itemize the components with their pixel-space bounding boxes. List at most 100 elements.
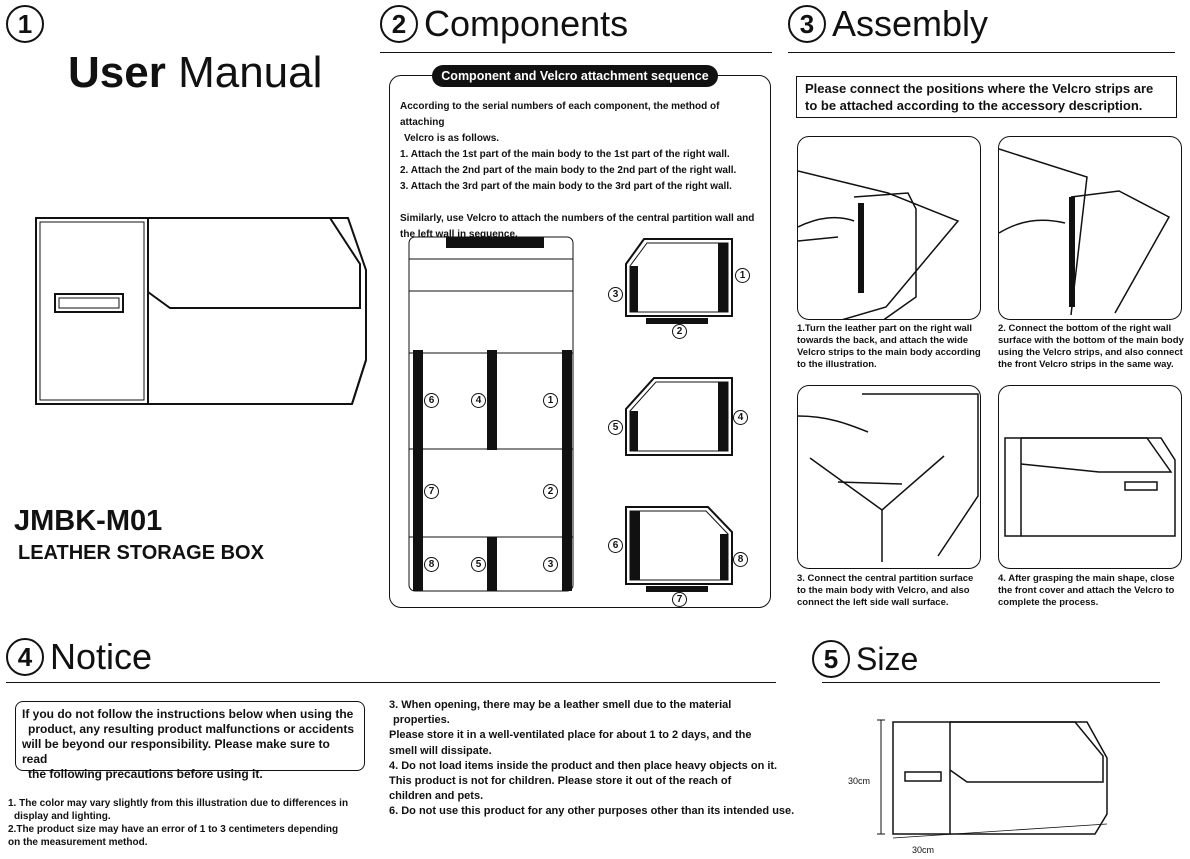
caption-line: Velcro strips to the main body according — [797, 347, 981, 358]
section-title: Assembly — [832, 3, 989, 44]
warning-line: the following precautions before using i… — [28, 767, 263, 781]
step-3-caption: 3. Connect the central partition surface… — [797, 573, 992, 609]
section-1-heading: 1 — [6, 5, 44, 43]
label-2: 2 — [543, 484, 558, 499]
divider — [788, 52, 1175, 53]
product-name: LEATHER STORAGE BOX — [18, 542, 264, 564]
assembly-note-line: Please connect the positions where the V… — [805, 81, 1154, 96]
section-number-badge: 4 — [6, 638, 44, 676]
label-5: 5 — [608, 420, 623, 435]
step-4-drawing — [1004, 437, 1176, 537]
step-1-caption: 1.Turn the leather part on the right wal… — [797, 323, 992, 371]
caption-line: to the illustration. — [797, 359, 877, 370]
notice-line: This product is not for children. Please… — [389, 775, 732, 788]
label-7: 7 — [424, 484, 439, 499]
notice-items-left: 1. The color may vary slightly from this… — [8, 797, 373, 849]
caption-line: 3. Connect the central partition surface — [797, 573, 974, 584]
step-line: 2. Attach the 2nd part of the main body … — [400, 165, 737, 176]
notice-line: children and pets. — [389, 790, 484, 803]
section-number-badge: 2 — [380, 5, 418, 43]
right-wall-diagram — [625, 238, 733, 324]
handle — [54, 293, 124, 313]
notice-line: smell will dissipate. — [389, 744, 492, 757]
notice-line: 4. Do not load items inside the product … — [389, 759, 778, 772]
width-label: 30cm — [912, 845, 935, 855]
label-1: 1 — [543, 393, 558, 408]
section-number-badge: 1 — [6, 5, 44, 43]
storage-box-illustration — [35, 217, 367, 405]
assembly-step-2-image — [998, 136, 1182, 320]
divider — [822, 682, 1160, 683]
warning-line: product, any resulting product malfuncti… — [28, 722, 355, 736]
caption-line: to the main body with Velcro, and also — [797, 585, 970, 596]
warning-line: If you do not follow the instructions be… — [22, 707, 354, 721]
section-number-badge: 3 — [788, 5, 826, 43]
section-5-heading: 5 Size — [812, 640, 918, 678]
step-4-caption: 4. After grasping the main shape, close … — [998, 573, 1188, 609]
section-4-heading: 4 Notice — [6, 638, 152, 676]
step-line: 1. Attach the 1st part of the main body … — [400, 149, 730, 160]
section-title: Components — [424, 3, 629, 44]
notice-line: 1. The color may vary slightly from this… — [8, 798, 349, 809]
divider — [380, 52, 772, 53]
intro-line: According to the serial numbers of each … — [400, 101, 720, 128]
label-7: 7 — [672, 592, 687, 607]
notice-items-right: 3. When opening, there may be a leather … — [389, 698, 804, 820]
assembly-step-1-image — [797, 136, 981, 320]
assembly-note-box: Please connect the positions where the V… — [796, 76, 1177, 118]
label-4: 4 — [733, 410, 748, 425]
caption-line: the front Velcro strips in the same way. — [998, 359, 1174, 370]
label-3: 3 — [543, 557, 558, 572]
product-model: JMBK-M01 — [14, 505, 163, 537]
title-bold: User — [68, 48, 166, 97]
caption-line: surface with the bottom of the main body — [998, 335, 1184, 346]
label-6: 6 — [608, 538, 623, 553]
label-8: 8 — [733, 552, 748, 567]
notice-line: display and lighting. — [14, 811, 111, 822]
section-title: Notice — [50, 636, 153, 677]
step-2-caption: 2. Connect the bottom of the right wall … — [998, 323, 1190, 371]
assembly-step-4-image — [998, 385, 1182, 569]
label-6: 6 — [424, 393, 439, 408]
step-2-drawing — [999, 148, 1171, 316]
similar-line: the left wall in sequence. — [400, 229, 518, 240]
label-8: 8 — [424, 557, 439, 572]
caption-line: towards the back, and attach the wide — [797, 335, 969, 346]
title-rest: Manual — [165, 48, 323, 97]
central-partition-diagram — [625, 377, 733, 456]
caption-line: the front cover and attach the Velcro to — [998, 585, 1175, 596]
caption-line: complete the process. — [998, 597, 1099, 608]
intro-line: Velcro is as follows. — [404, 133, 500, 144]
step-line: 3. Attach the 3rd part of the main body … — [400, 181, 732, 192]
section-title: Size — [856, 641, 919, 677]
warning-line: will be beyond our responsibility. Pleas… — [22, 737, 330, 766]
sequence-pill: Component and Velcro attachment sequence — [432, 65, 718, 87]
section-number-badge: 5 — [812, 640, 850, 678]
page-title: User Manual — [68, 48, 322, 98]
notice-line: 6. Do not use this product for any other… — [389, 805, 795, 818]
notice-line: 3. When opening, there may be a leather … — [389, 699, 732, 711]
notice-line: 2.The product size may have an error of … — [8, 824, 339, 835]
label-4: 4 — [471, 393, 486, 408]
left-wall-diagram — [625, 506, 733, 592]
components-instructions: According to the serial numbers of each … — [400, 99, 765, 243]
step-1-drawing — [798, 170, 960, 319]
assembly-note-line: to be attached according to the accessor… — [805, 98, 1143, 113]
caption-line: connect the left side wall surface. — [797, 597, 949, 608]
label-1: 1 — [735, 268, 750, 283]
notice-line: properties. — [393, 714, 450, 727]
label-5: 5 — [471, 557, 486, 572]
caption-line: 2. Connect the bottom of the right wall — [998, 323, 1172, 334]
section-3-heading: 3 Assembly — [788, 5, 988, 43]
size-box-illustration — [877, 719, 1108, 839]
notice-line: on the measurement method. — [8, 837, 148, 848]
label-2: 2 — [672, 324, 687, 339]
caption-line: 1.Turn the leather part on the right wal… — [797, 323, 973, 334]
label-3: 3 — [608, 287, 623, 302]
notice-warning-box: If you do not follow the instructions be… — [15, 701, 365, 781]
assembly-step-3-image — [797, 385, 981, 569]
notice-line: Please store it in a well-ventilated pla… — [389, 729, 752, 742]
step-3-drawing — [798, 393, 979, 562]
section-2-heading: 2 Components — [380, 5, 628, 43]
caption-line: 4. After grasping the main shape, close — [998, 573, 1175, 584]
